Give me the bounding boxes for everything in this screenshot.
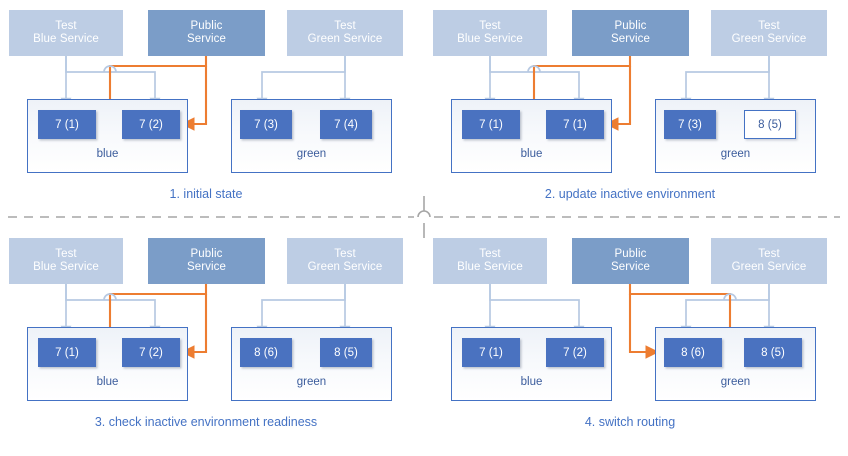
- panel-2-blue-instance-1[interactable]: 7 (1): [462, 110, 520, 139]
- panel-1-caption: 1. initial state: [169, 187, 243, 201]
- panel-4-public-service[interactable]: Public Service: [572, 238, 689, 284]
- panel-1-blue-instance-2[interactable]: 7 (2): [122, 110, 180, 139]
- panel-4-env-blue-label: blue: [520, 376, 543, 388]
- panel-2-blue-instance-2[interactable]: 7 (1): [546, 110, 604, 139]
- panel-1-blue-instance-1[interactable]: 7 (1): [38, 110, 96, 139]
- service-label: Test Blue Service: [457, 19, 523, 46]
- panel-1-connectors: [60, 56, 351, 131]
- service-label: Public Service: [186, 19, 227, 46]
- panel-3-connectors: [60, 284, 351, 359]
- panel-dividers: [8, 196, 840, 238]
- panel-1-test-blue-service[interactable]: Test Blue Service: [9, 10, 123, 56]
- panel-3-blue-instance-1[interactable]: 7 (1): [38, 338, 96, 367]
- panel-3-test-green-service[interactable]: Test Green Service: [287, 238, 403, 284]
- panel-3-caption: 3. check inactive environment readiness: [94, 415, 318, 429]
- panel-4-test-green-service[interactable]: Test Green Service: [711, 238, 827, 284]
- panel-1-public-service[interactable]: Public Service: [148, 10, 265, 56]
- service-label: Test Blue Service: [33, 19, 99, 46]
- panel-3-env-blue-label: blue: [96, 376, 119, 388]
- panel-4-blue-instance-1[interactable]: 7 (1): [462, 338, 520, 367]
- panel-1-env-blue-label: blue: [96, 148, 119, 160]
- panel-2-env-blue-label: blue: [520, 148, 543, 160]
- panel-1-green-instance-2[interactable]: 7 (4): [320, 110, 372, 139]
- service-label: Test Green Service: [307, 247, 383, 274]
- panel-2-green-instance-2[interactable]: 8 (5): [744, 110, 796, 139]
- panel-2-test-blue-service[interactable]: Test Blue Service: [433, 10, 547, 56]
- panel-2-public-service[interactable]: Public Service: [572, 10, 689, 56]
- service-label: Public Service: [610, 19, 651, 46]
- panel-3-green-instance-1[interactable]: 8 (6): [240, 338, 292, 367]
- panel-2-test-green-service[interactable]: Test Green Service: [711, 10, 827, 56]
- panel-4-green-instance-1[interactable]: 8 (6): [664, 338, 722, 367]
- service-label: Test Blue Service: [457, 247, 523, 274]
- panel-2-green-instance-1[interactable]: 7 (3): [664, 110, 716, 139]
- panel-3-test-blue-service[interactable]: Test Blue Service: [9, 238, 123, 284]
- panel-4-caption: 4. switch routing: [584, 415, 676, 429]
- service-label: Test Green Service: [731, 19, 807, 46]
- service-label: Test Green Service: [731, 247, 807, 274]
- panel-1-test-green-service[interactable]: Test Green Service: [287, 10, 403, 56]
- panel-4-blue-instance-2[interactable]: 7 (2): [546, 338, 604, 367]
- panel-3-env-green-label: green: [296, 376, 327, 388]
- panel-2-env-green-label: green: [720, 148, 751, 160]
- panel-1-env-green-label: green: [296, 148, 327, 160]
- service-label: Test Blue Service: [33, 247, 99, 274]
- panel-1-green-instance-1[interactable]: 7 (3): [240, 110, 292, 139]
- panel-3-blue-instance-2[interactable]: 7 (2): [122, 338, 180, 367]
- panel-2-caption: 2. update inactive environment: [544, 187, 716, 201]
- service-label: Public Service: [610, 247, 651, 274]
- panel-4-connectors: [484, 284, 775, 359]
- service-label: Public Service: [186, 247, 227, 274]
- panel-4-green-instance-2[interactable]: 8 (5): [744, 338, 802, 367]
- panel-4-test-blue-service[interactable]: Test Blue Service: [433, 238, 547, 284]
- panel-3-public-service[interactable]: Public Service: [148, 238, 265, 284]
- panel-3-green-instance-2[interactable]: 8 (5): [320, 338, 372, 367]
- service-label: Test Green Service: [307, 19, 383, 46]
- panel-4-env-green-label: green: [720, 376, 751, 388]
